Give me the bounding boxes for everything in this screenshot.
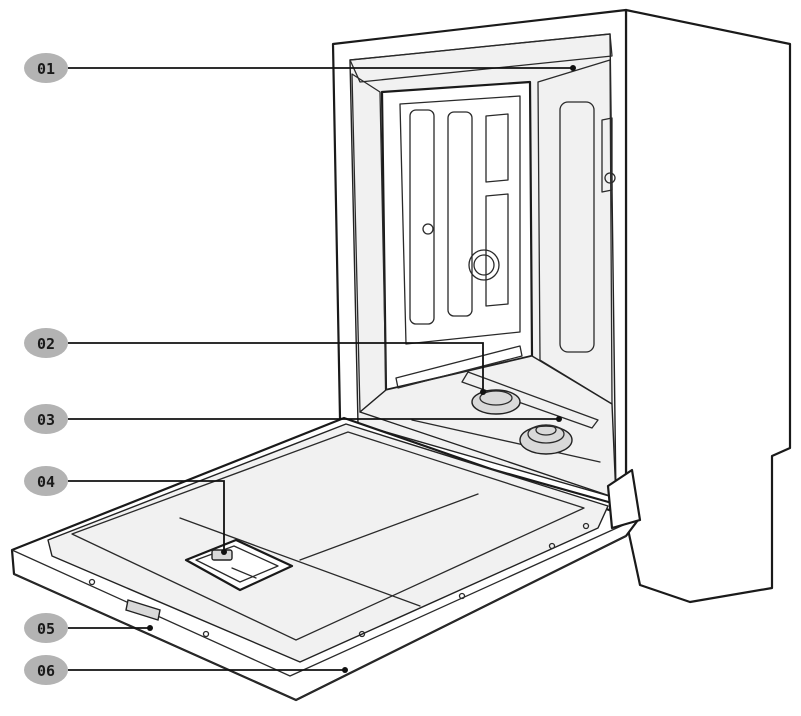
callout-06: 06: [24, 655, 68, 685]
door-latch: [125, 599, 161, 621]
callout-03-label: 03: [37, 411, 55, 429]
leader-dot-05: [147, 625, 153, 631]
floor-rear-rail: [395, 345, 523, 389]
callout-05-badge: [24, 613, 68, 643]
right-wall-bracket: [601, 117, 613, 193]
door-screw-6: [582, 522, 590, 530]
spray-arm-bar: [461, 371, 599, 429]
callout-05-label: 05: [37, 620, 55, 638]
lower-spray-arm: [461, 371, 599, 429]
callout-06-label: 06: [37, 662, 55, 680]
door-liner-seam-1: [179, 517, 421, 607]
callout-01-badge: [24, 53, 68, 83]
leader-line-02: [68, 342, 484, 392]
callout-01-label: 01: [37, 60, 55, 78]
right-wall-rib: [559, 101, 595, 353]
leader-dot-03: [556, 416, 562, 422]
back-wall-rib-1: [409, 109, 435, 325]
dishwasher-cabinet: [331, 8, 792, 604]
dishwasher-door: [10, 416, 642, 702]
callout-02-label: 02: [37, 335, 55, 353]
callout-03-badge: [24, 404, 68, 434]
leader-dot-06: [342, 667, 348, 673]
callout-02: 02: [24, 328, 68, 358]
door-liner-seam-2: [299, 493, 479, 561]
filter-base: [519, 425, 573, 455]
callout-04-label: 04: [37, 473, 55, 491]
spray-arm-hub: [471, 389, 521, 415]
door-screw-2: [202, 630, 210, 638]
tub-floor: [359, 355, 617, 499]
back-wall-inner-panel: [399, 95, 521, 345]
door-screw-3: [358, 630, 366, 638]
leader-line-04: [68, 480, 225, 552]
callout-06-badge: [24, 655, 68, 685]
door-screw-4: [458, 592, 466, 600]
back-wall-rib-3: [485, 113, 509, 183]
back-wall-vent-inner: [473, 254, 495, 276]
door-inner-liner: [47, 423, 609, 663]
back-wall-bolt: [422, 223, 434, 235]
leader-dot-01: [570, 65, 576, 71]
callout-05: 05: [24, 613, 68, 643]
leader-lines: [68, 65, 576, 673]
filter-assembly: [519, 424, 573, 455]
filter-handle: [535, 424, 557, 436]
callout-02-badge: [24, 328, 68, 358]
tub-ceiling: [349, 33, 613, 83]
door-hinge: [606, 468, 642, 530]
cabinet-side-panel: [624, 8, 792, 604]
door-screw-5: [548, 542, 556, 550]
leader-dot-02: [480, 389, 486, 395]
leader-dot-04: [221, 549, 227, 555]
callout-01: 01: [24, 53, 68, 83]
right-wall-bolt: [604, 172, 616, 184]
door-top-edge: [11, 521, 631, 677]
door-front-edge: [13, 535, 627, 701]
back-wall-vent: [468, 249, 500, 281]
back-wall-rib-2: [447, 111, 473, 317]
door-screw-1: [88, 578, 96, 586]
floor-seam: [411, 419, 601, 463]
callout-03: 03: [24, 404, 68, 434]
dispenser-latch: [231, 567, 257, 579]
spray-arm-hub-top: [479, 390, 513, 406]
callout-badges: 01 02 03 04 05 06: [24, 53, 68, 685]
back-wall-rib-4: [485, 193, 509, 307]
callout-04: 04: [24, 466, 68, 496]
callout-04-badge: [24, 466, 68, 496]
door-inner-recess: [71, 431, 585, 641]
